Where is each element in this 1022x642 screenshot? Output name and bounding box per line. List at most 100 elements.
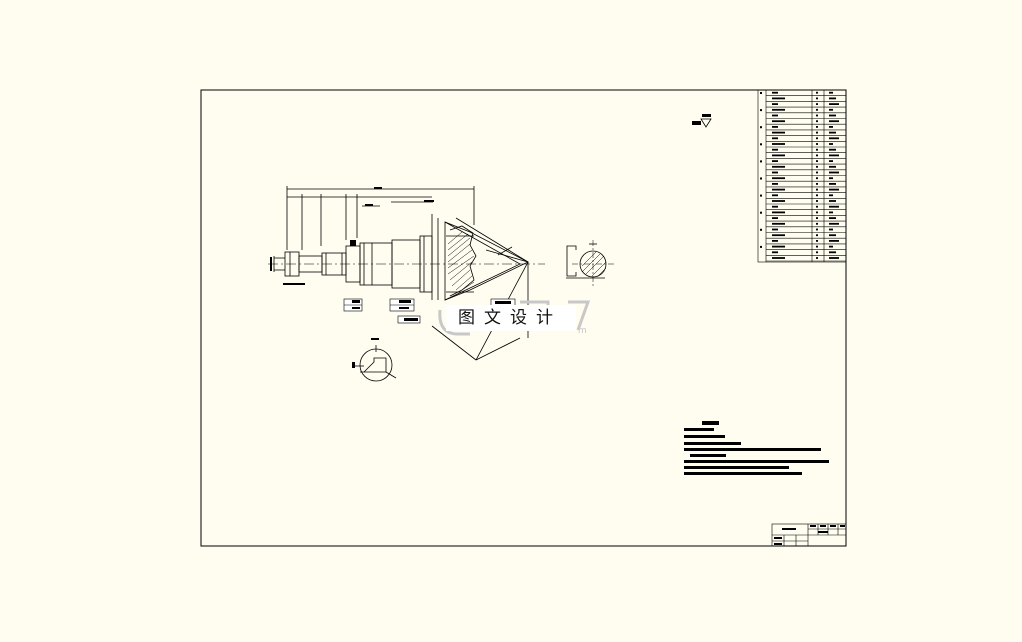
parameter-value-mark (829, 245, 833, 248)
parameter-value-mark (829, 194, 833, 197)
parameter-symbol-mark (816, 245, 818, 248)
parameter-label-mark (772, 165, 785, 168)
parameter-label-mark (772, 205, 778, 208)
parameter-group-mark (760, 177, 762, 180)
parameter-value-mark (829, 108, 833, 111)
parameter-symbol-mark (816, 240, 818, 242)
parameter-value-mark (829, 97, 836, 100)
parameter-label-mark (772, 211, 785, 214)
parameter-label-mark (772, 137, 778, 140)
parameter-symbol-mark (816, 183, 818, 185)
parameter-symbol-mark (816, 217, 818, 219)
parameter-symbol-mark (816, 137, 818, 140)
parameter-label-mark (772, 171, 778, 174)
parameter-value-mark (829, 211, 833, 214)
parameter-label-mark (772, 97, 785, 100)
watermark-title: 图文设计 (446, 305, 576, 331)
parameter-symbol-mark (816, 194, 818, 197)
parameter-label-mark (772, 222, 785, 225)
parameter-value-mark (829, 120, 839, 123)
parameter-label-mark (772, 143, 785, 145)
parameter-value-mark (829, 177, 833, 180)
parameter-symbol-mark (816, 108, 818, 111)
parameter-label-mark (772, 228, 778, 231)
drawing-border (200, 89, 847, 547)
parameter-group-mark (760, 160, 762, 163)
gear-section-hatching (447, 231, 475, 291)
cross-section-view (566, 240, 614, 286)
parameter-value-mark (829, 103, 839, 105)
parameter-label-mark (772, 108, 785, 111)
parameter-table-text (760, 91, 839, 259)
parameter-table (757, 89, 847, 263)
parameter-label-mark (772, 234, 785, 237)
parameter-symbol-mark (816, 120, 818, 123)
parameter-label-mark (772, 188, 785, 191)
parameter-group-mark (760, 143, 762, 146)
parameter-symbol-mark (816, 211, 818, 214)
parameter-symbol-mark (816, 171, 818, 174)
parameter-value-mark (829, 200, 836, 202)
parameter-value-mark (829, 143, 833, 145)
parameter-label-mark (772, 103, 778, 105)
parameter-label-mark (772, 183, 778, 185)
parameter-label-mark (772, 148, 778, 151)
cross-section-hatching (581, 251, 607, 277)
parameter-value-mark (829, 240, 839, 242)
parameter-symbol-mark (816, 91, 818, 94)
parameter-label-mark (772, 217, 778, 219)
parameter-value-mark (829, 137, 839, 140)
shaft-main-view (268, 186, 545, 361)
parameter-symbol-mark (816, 126, 818, 128)
parameter-symbol-mark (816, 257, 818, 259)
parameter-symbol-mark (816, 103, 818, 105)
title-block-marks (774, 525, 845, 545)
parameter-label-mark (772, 120, 785, 123)
parameter-value-mark (829, 131, 836, 134)
parameter-value-mark (829, 257, 839, 259)
parameter-value-mark (829, 148, 836, 151)
parameter-value-mark (829, 251, 836, 254)
parameter-symbol-mark (816, 228, 818, 231)
parameter-label-mark (772, 131, 785, 134)
parameter-label-mark (772, 126, 778, 128)
parameter-value-mark (829, 217, 836, 219)
parameter-symbol-mark (816, 165, 818, 168)
parameter-label-mark (772, 177, 785, 180)
parameter-label-mark (772, 257, 785, 259)
parameter-symbol-mark (816, 177, 818, 180)
parameter-group-mark (760, 126, 762, 129)
parameter-symbol-mark (816, 143, 818, 145)
parameter-label-mark (772, 91, 778, 94)
parameter-group-mark (760, 228, 762, 231)
parameter-symbol-mark (816, 154, 818, 157)
parameter-value-mark (829, 91, 833, 94)
parameter-symbol-mark (816, 114, 818, 117)
parameter-value-mark (829, 154, 839, 157)
parameter-symbol-mark (816, 200, 818, 202)
parameter-symbol-mark (816, 222, 818, 225)
parameter-symbol-mark (816, 205, 818, 208)
parameter-symbol-mark (816, 160, 818, 162)
parameter-label-mark (772, 251, 778, 254)
parameter-label-mark (772, 160, 778, 162)
parameter-group-mark (760, 211, 762, 214)
parameter-value-mark (829, 222, 839, 225)
parameter-value-mark (829, 171, 839, 174)
parameter-symbol-mark (816, 131, 818, 134)
parameter-value-mark (829, 205, 839, 208)
parameter-label-mark (772, 240, 778, 242)
parameter-label-mark (772, 154, 785, 157)
parameter-value-mark (829, 126, 833, 128)
parameter-value-mark (829, 165, 836, 168)
parameter-group-mark (760, 92, 762, 94)
parameter-label-mark (772, 194, 778, 197)
parameter-symbol-mark (816, 251, 818, 254)
parameter-label-mark (772, 245, 785, 248)
parameter-symbol-mark (816, 234, 818, 237)
parameter-symbol-mark (816, 97, 818, 100)
parameter-label-mark (772, 200, 785, 202)
parameter-group-mark (760, 194, 762, 197)
